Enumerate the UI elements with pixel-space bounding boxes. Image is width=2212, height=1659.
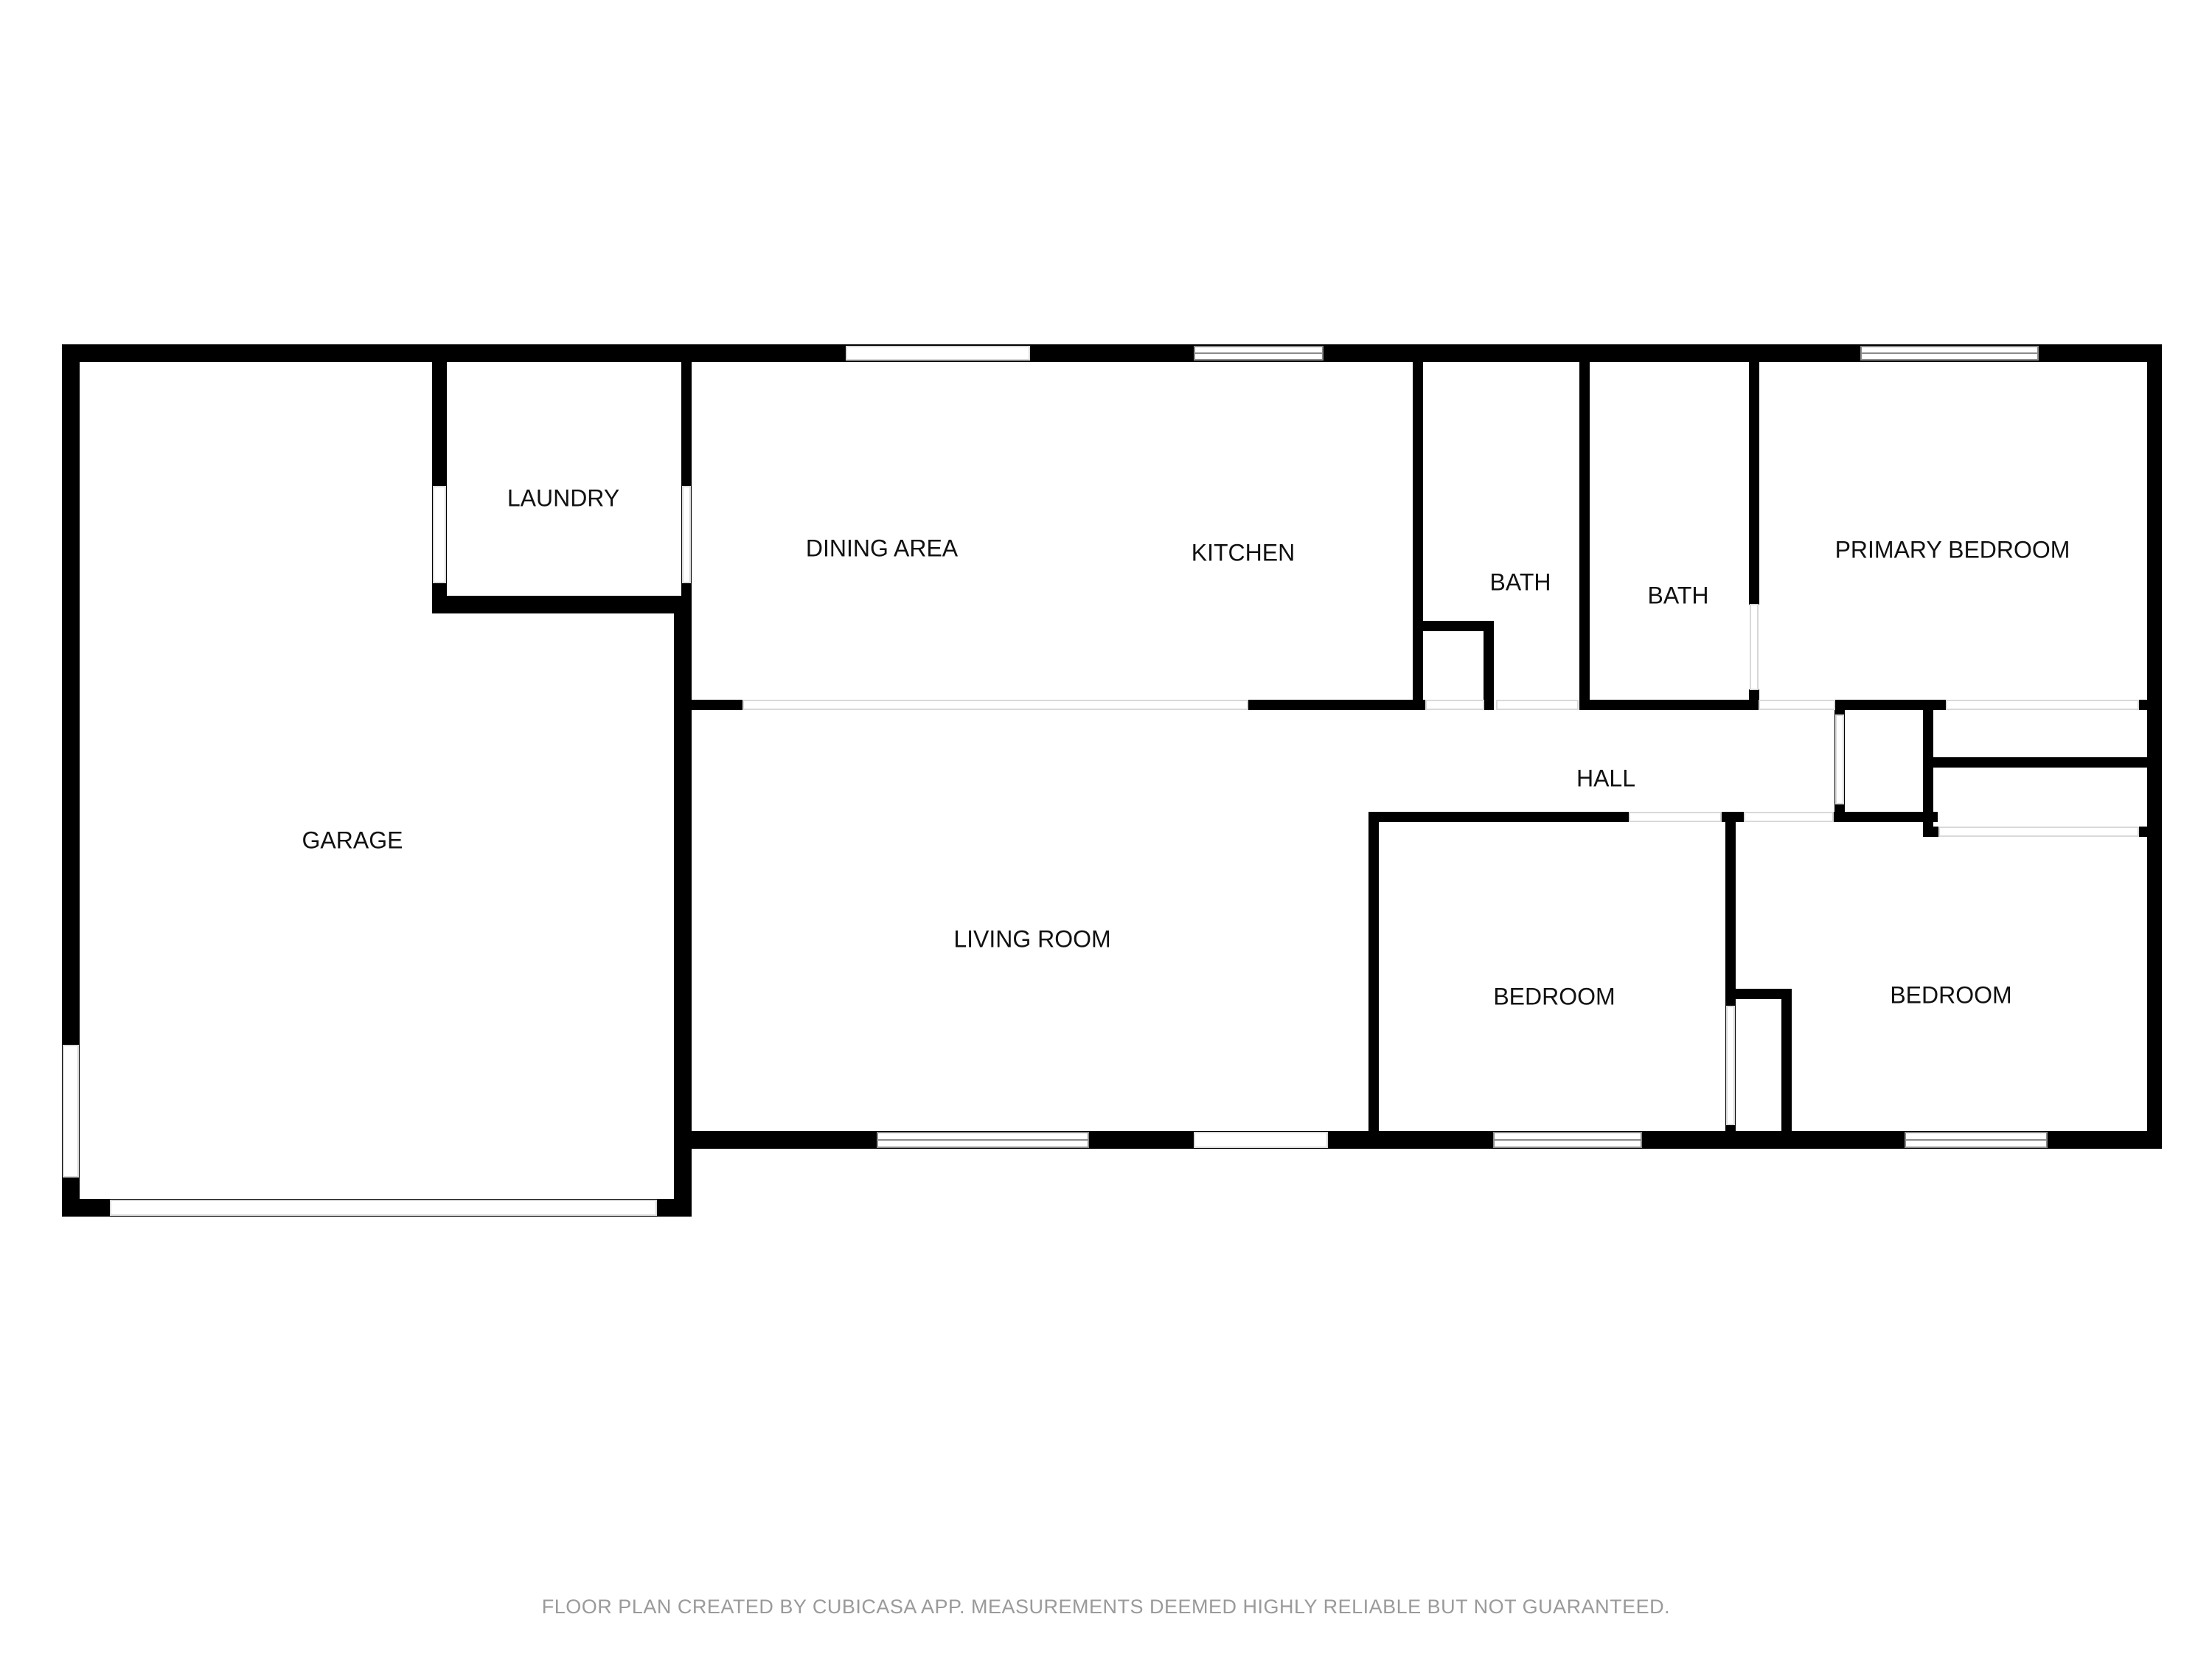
room-label-bedroom-2: BEDROOM — [1890, 981, 2011, 1008]
room-label-bedroom-1: BEDROOM — [1493, 983, 1615, 1009]
room-label-bath-2: BATH — [1648, 582, 1709, 608]
room-label-primary-bedroom: PRIMARY BEDROOM — [1835, 536, 2070, 563]
room-label-kitchen: KITCHEN — [1192, 539, 1295, 566]
room-labels: LAUNDRY DINING AREA KITCHEN BATH BATH PR… — [302, 484, 2070, 1009]
room-label-garage: GARAGE — [302, 827, 403, 853]
room-label-laundry: LAUNDRY — [507, 484, 619, 511]
door-openings — [63, 346, 2139, 1216]
walls — [62, 344, 2162, 1217]
room-label-bath-1: BATH — [1490, 568, 1551, 595]
floor-plan-disclaimer: FLOOR PLAN CREATED BY CUBICASA APP. MEAS… — [541, 1596, 1671, 1618]
room-label-hall: HALL — [1576, 765, 1635, 791]
windows — [877, 346, 2048, 1148]
room-label-living-room: LIVING ROOM — [953, 925, 1110, 952]
room-label-dining-area: DINING AREA — [806, 535, 959, 561]
